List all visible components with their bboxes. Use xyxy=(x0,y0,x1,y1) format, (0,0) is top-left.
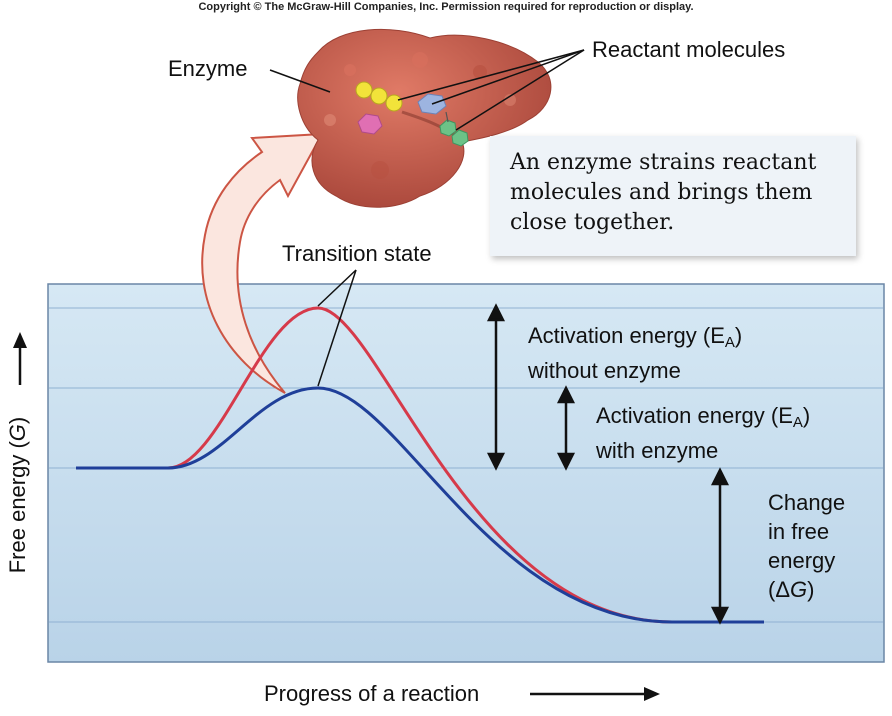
ea-without-line1-sub: A xyxy=(724,334,735,351)
enzyme-pointer-arrow xyxy=(201,132,324,394)
ea-without-line2: without enzyme xyxy=(528,358,681,383)
callout-line-2: molecules and brings them xyxy=(510,180,813,205)
ea-with-label: Activation energy (EA) with enzyme xyxy=(596,402,810,465)
reactant-pointer-line-1 xyxy=(397,49,585,101)
delta-g-line4-prefix: (Δ xyxy=(768,577,791,602)
ea-with-arrow-head-up xyxy=(556,385,576,404)
x-axis-label: Progress of a reaction xyxy=(264,681,480,706)
transition-pointer-line-lower xyxy=(317,269,357,387)
callout-line-1: An enzyme strains reactant xyxy=(510,150,817,175)
ea-without-arrow-head-down xyxy=(486,452,506,471)
reactant-molecules-label: Reactant molecules xyxy=(592,37,786,62)
copyright-notice: Copyright © The McGraw-Hill Companies, I… xyxy=(198,1,694,13)
delta-g-line2: in free xyxy=(768,519,830,544)
delta-g-line4-italic: G xyxy=(790,577,808,602)
ea-without-line1-prefix: Activation energy (E xyxy=(528,323,725,348)
callout-text: An enzyme strains reactant molecules and… xyxy=(510,148,850,238)
graph-panel xyxy=(47,283,885,663)
y-axis-label-suffix: ) xyxy=(5,416,30,425)
delta-g-line1: Change xyxy=(768,490,846,515)
enzyme-label: Enzyme xyxy=(168,56,248,81)
delta-g-arrow-head-down xyxy=(710,606,730,625)
ea-without-arrow-head-up xyxy=(486,303,506,322)
transition-state-label: Transition state xyxy=(282,241,432,266)
delta-g-arrow-head-up xyxy=(710,467,730,486)
delta-g-line4-suffix: ) xyxy=(807,577,815,602)
ea-with-line1-sub: A xyxy=(792,414,803,431)
ea-with-arrow-head-down xyxy=(556,452,576,471)
callout-box xyxy=(490,136,856,256)
ea-with-line1-suffix: ) xyxy=(802,403,811,428)
reactant-molecules xyxy=(355,81,469,147)
curve-with-enzyme xyxy=(76,386,764,624)
ea-with-line2: with enzyme xyxy=(596,438,719,463)
ea-without-line1-suffix: ) xyxy=(734,323,743,348)
transition-pointer-line-upper xyxy=(317,269,357,307)
ea-without-label: Activation energy (EA) without enzyme xyxy=(528,322,742,385)
curve-without-enzyme xyxy=(76,306,764,624)
y-axis-arrow-head xyxy=(13,332,27,348)
y-axis-label-italic: G xyxy=(5,424,30,442)
ea-with-line1-prefix: Activation energy (E xyxy=(596,403,793,428)
reactant-pointer-line-2 xyxy=(431,49,585,105)
y-axis-label-prefix: Free energy ( xyxy=(5,441,30,574)
callout-line-3: close together. xyxy=(510,210,675,235)
enzyme-pointer-line xyxy=(269,69,331,93)
delta-g-line3: energy xyxy=(768,548,836,573)
x-axis-arrow-head xyxy=(644,687,660,701)
reactant-pointer-line-3 xyxy=(455,49,585,131)
delta-g-label: Change in free energy (ΔG) xyxy=(768,488,845,604)
